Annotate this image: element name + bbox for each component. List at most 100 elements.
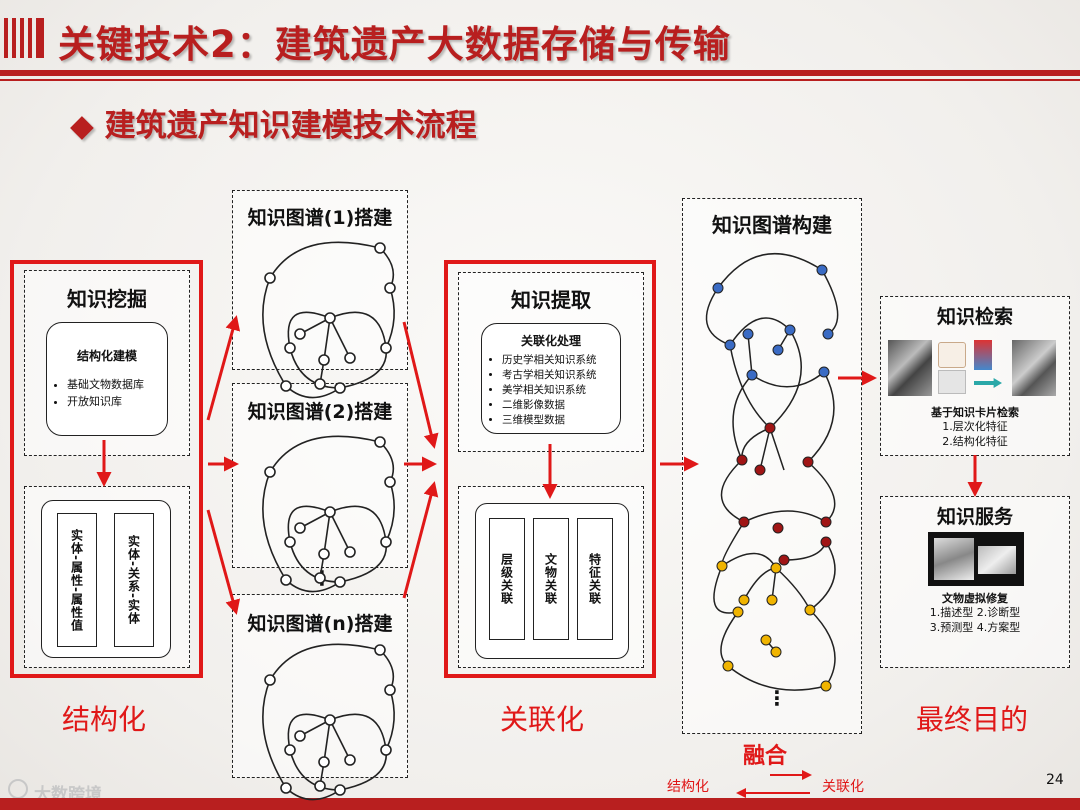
retrieval-feature: 1.层次化特征	[942, 420, 1008, 433]
graph-node-red	[820, 516, 832, 528]
graph-edge	[329, 317, 351, 359]
graph-node-yellow	[820, 680, 832, 692]
construction-ellipsis: ⋮	[767, 686, 787, 710]
graph-edge	[721, 552, 777, 569]
triple-column: 实体-关系-实体	[114, 513, 154, 647]
retrieval-features: 1.层次化特征 2.结构化特征	[880, 419, 1070, 449]
service-type-line: 3.预测型 4.方案型	[929, 621, 1021, 634]
graph-node-blue	[822, 328, 834, 340]
graph-edge	[379, 247, 395, 289]
graph-node-red	[820, 536, 832, 548]
graph-node	[294, 522, 306, 534]
graph-node	[318, 354, 330, 366]
graph-edge	[269, 435, 381, 473]
graph-node	[284, 342, 296, 354]
graph-node-yellow	[804, 604, 816, 616]
graph-node-yellow	[766, 594, 778, 606]
graph-edge	[807, 461, 836, 523]
graph-node-blue	[712, 282, 724, 294]
graph-edge	[705, 287, 731, 346]
graph-node	[324, 714, 336, 726]
graph-node	[380, 536, 392, 548]
retrieval-header: 知识检索	[936, 306, 1013, 328]
arrow-from-graph-n	[402, 481, 439, 599]
graph-edge	[287, 311, 331, 349]
slide-subtitle: ◆ 建筑遗产知识建模技术流程	[70, 108, 477, 144]
graph-edge	[717, 252, 823, 289]
triple-label: 实体-属性-属性值	[69, 528, 84, 632]
title-bar	[0, 0, 1080, 80]
arrow-right-icon	[974, 378, 1002, 388]
graph-node	[294, 328, 306, 340]
graph-edge	[743, 510, 827, 523]
graph-node-red	[754, 464, 766, 476]
graph-node-blue	[742, 328, 754, 340]
graph-edge	[713, 565, 739, 614]
graph-edge	[323, 511, 331, 555]
page-number: 24	[1046, 772, 1064, 788]
title-stripe	[4, 18, 8, 58]
construction-header: 知识图谱构建	[712, 213, 832, 237]
service-header: 知识服务	[936, 506, 1013, 528]
title-stripe	[36, 18, 44, 58]
title-underline-thin	[0, 79, 1080, 81]
graph-node-blue	[724, 339, 736, 351]
retrieval-feature: 2.结构化特征	[942, 435, 1008, 448]
graph-node-yellow	[760, 634, 772, 646]
extraction-panel	[444, 260, 656, 678]
graph-node-red	[764, 422, 776, 434]
graph-node	[344, 546, 356, 558]
list-item: 基础文物数据库	[67, 376, 167, 393]
graph-edge	[775, 567, 811, 611]
graph-node-blue	[772, 344, 784, 356]
graph-edge	[329, 505, 387, 543]
graph-edge	[385, 287, 395, 349]
retrieval-image-strip	[888, 336, 1064, 400]
graph-edge	[262, 679, 287, 789]
graph-node	[314, 780, 326, 792]
graph-node	[294, 730, 306, 742]
graph-node	[264, 674, 276, 686]
graph-node	[344, 754, 356, 766]
graph-node	[334, 382, 346, 394]
graph-edge	[769, 329, 802, 429]
graph-edge	[729, 344, 771, 429]
graph-node-yellow	[770, 562, 782, 574]
graph-edge	[289, 541, 341, 583]
graph-edge	[287, 713, 331, 751]
graph-edge	[732, 374, 753, 461]
graph-node	[324, 506, 336, 518]
legend-structured: 结构化	[667, 779, 709, 795]
relation-label: 特征关联	[587, 553, 602, 605]
list-item: 三维模型数据	[502, 413, 620, 428]
construction-box	[682, 198, 862, 734]
mining-header: 知识挖掘	[67, 287, 147, 311]
model-view	[934, 538, 974, 580]
title-stripe	[20, 18, 24, 58]
associated-label: 关联化	[500, 703, 585, 736]
graph-node	[314, 378, 326, 390]
graph-edge	[759, 427, 771, 471]
graph-edge	[323, 719, 331, 763]
graph-edge	[720, 611, 739, 667]
graph-edge	[769, 427, 785, 471]
graph-edge	[809, 541, 836, 611]
graph-node	[284, 744, 296, 756]
graph-node-red	[738, 516, 750, 528]
graph-node	[318, 548, 330, 560]
graph-title-2: 知识图谱(2)搭建	[247, 401, 393, 423]
graph-edge	[287, 505, 331, 543]
final-purpose-label: 最终目的	[916, 703, 1029, 736]
retrieval-caption: 基于知识卡片检索	[931, 406, 1019, 419]
graph-node-yellow	[738, 594, 750, 606]
graph-node	[280, 782, 292, 794]
graph-node	[284, 536, 296, 548]
restored-image	[1012, 340, 1056, 396]
graph-node	[280, 380, 292, 392]
graph-node	[374, 242, 386, 254]
graph-node	[318, 756, 330, 768]
graph-node	[314, 572, 326, 584]
tree-image	[938, 342, 966, 368]
graph-title-n: 知识图谱(n)搭建	[247, 613, 393, 635]
